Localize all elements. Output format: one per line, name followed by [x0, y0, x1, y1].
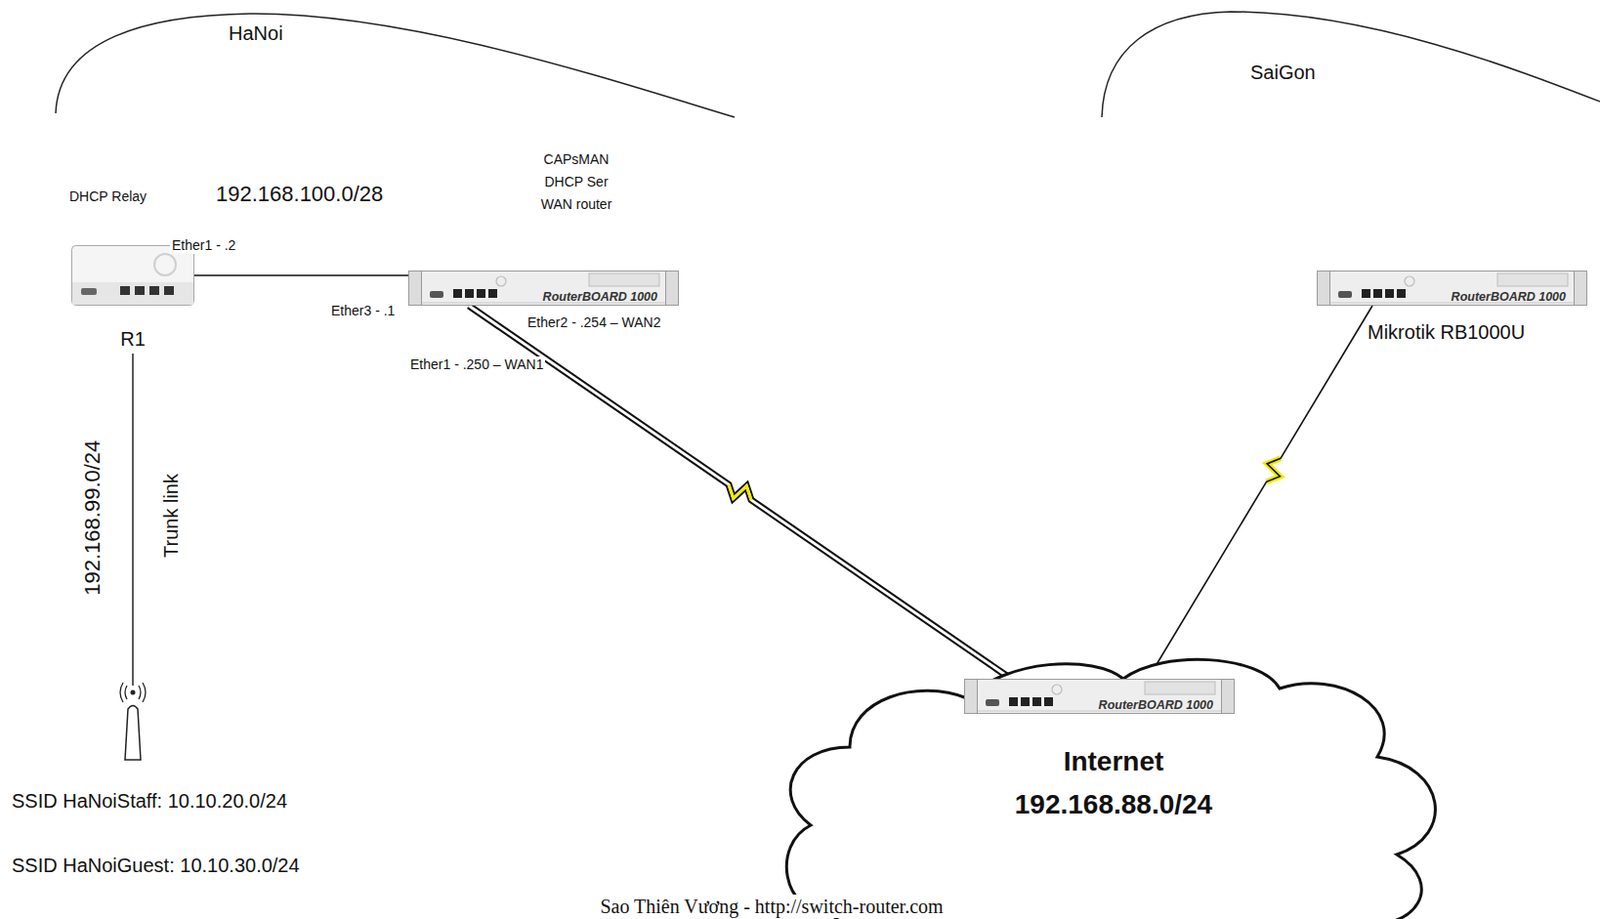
annotation-label: Ether1 - .250 – WAN1 — [408, 356, 546, 374]
router-device: RouterBOARD 1000 — [1316, 270, 1588, 306]
router-name: R1 — [71, 327, 195, 351]
router-device: R1 — [71, 245, 195, 306]
router-device: RouterBOARD 1000 — [964, 678, 1235, 715]
subnet-label: 192.168.88.0/24 — [771, 788, 1456, 822]
router-device: RouterBOARD 1000 — [408, 270, 679, 306]
annotation-label: Ether3 - .1 — [329, 302, 397, 320]
annotation-label: Ether2 - .254 – WAN2 — [525, 314, 663, 332]
hanoi-region-arc — [55, 13, 735, 118]
annotation-label: SaiGon — [1248, 60, 1318, 85]
annotation-label: CAPsMAN DHCP Ser WAN router — [530, 148, 623, 216]
watermark: Sao Thiên Vương - http://switch-router.c… — [597, 894, 945, 919]
rotated-label: Trunk link — [159, 471, 183, 560]
model-label: RouterBOARD 1000 — [543, 291, 658, 304]
wan-double-link — [468, 305, 1011, 679]
access-point-symbol — [120, 682, 146, 760]
annotation-label: SSID HaNoiGuest: 10.10.30.0/24 — [9, 853, 302, 878]
router-symbol — [71, 245, 195, 306]
annotation-label: HaNoi — [226, 21, 286, 45]
cloud-title: Internet — [771, 745, 1456, 779]
internet-cloud: Internet 192.168.88.0/24 RouterBOARD 1000 — [771, 649, 1456, 919]
rotated-label: 192.168.99.0/24 — [81, 437, 107, 597]
model-label: RouterBOARD 1000 — [1451, 291, 1566, 304]
network-link — [1152, 305, 1373, 672]
annotation-label: SSID HaNoiStaff: 10.10.20.0/24 — [9, 789, 290, 813]
annotation-label: 192.168.100.0/28 — [213, 181, 385, 208]
model-label: RouterBOARD 1000 — [1098, 699, 1214, 713]
annotation-label: Ether1 - .2 — [169, 237, 238, 254]
saigon-region-arc — [1101, 11, 1600, 118]
network-link — [194, 275, 409, 277]
annotation-label: Mikrotik RB1000U — [1365, 320, 1527, 344]
annotation-label: DHCP Relay — [67, 188, 149, 206]
trunk-link-wire — [131, 353, 134, 686]
